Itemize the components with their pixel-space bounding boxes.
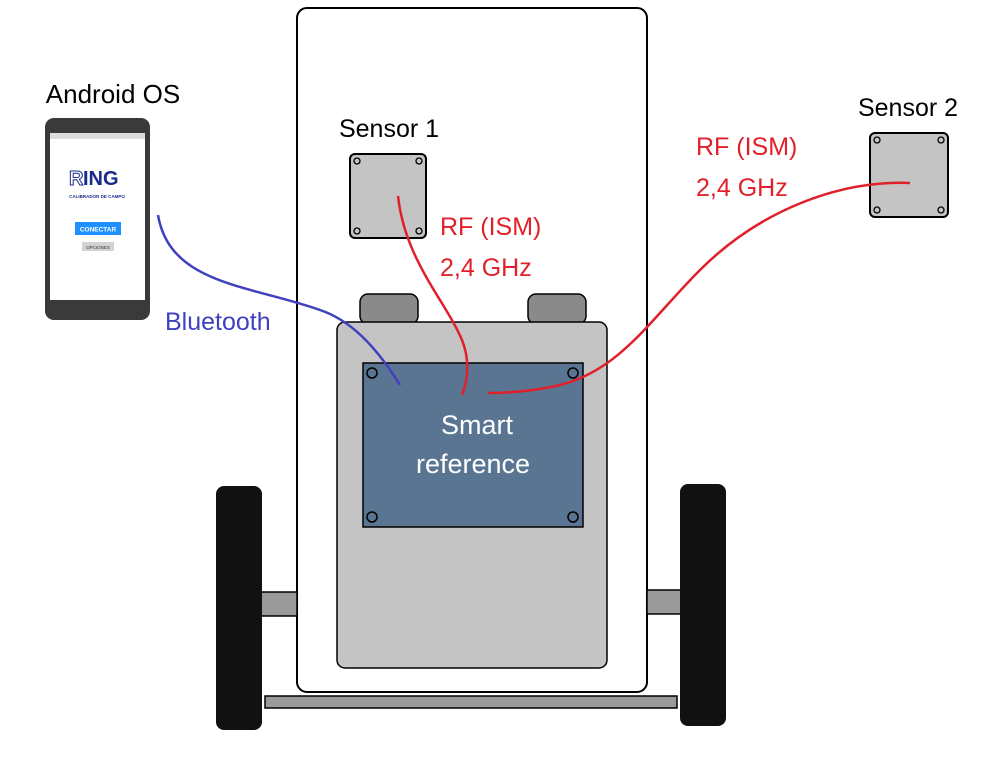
panel-screw: [567, 367, 579, 379]
rf-label-sensor2-line2: 2,4 GHz: [696, 174, 788, 202]
bluetooth-link: [156, 214, 402, 386]
phone-screen: [50, 133, 145, 300]
smart-reference-panel: [362, 362, 584, 528]
rf-link-sensor2: [487, 181, 911, 395]
panel-screw: [366, 511, 378, 523]
phone-options-button-label: OPCIONES: [86, 245, 110, 250]
phone-connect-button-label: CONECTAR: [80, 227, 117, 234]
left-connector: [359, 293, 419, 325]
sensor2-screw: [937, 206, 945, 214]
left-wheel: [216, 486, 262, 730]
panel-screw: [567, 511, 579, 523]
sensor1-screw: [353, 227, 361, 235]
phone-logo-r: R: [69, 168, 84, 190]
phone-options-button[interactable]: [82, 242, 114, 251]
right-connector: [527, 293, 587, 325]
right-wheel: [680, 484, 726, 726]
phone-connect-button[interactable]: [75, 222, 121, 235]
sensor2-screw: [873, 136, 881, 144]
sensor2-screw: [937, 136, 945, 144]
panel-screw: [366, 367, 378, 379]
android-os-label: Android OS: [46, 79, 180, 109]
sensor2-screw: [873, 206, 881, 214]
sensor1-box: [349, 153, 427, 239]
phone-status-bar: [50, 133, 145, 139]
sensor1-label: Sensor 1: [339, 115, 439, 143]
sensor1-screw: [353, 157, 361, 165]
right-axle: [646, 589, 683, 615]
rf-label-sensor1-line2: 2,4 GHz: [440, 254, 532, 282]
phone-logo-ing: ING: [83, 168, 119, 190]
sensor2-label: Sensor 2: [858, 94, 958, 122]
bottom-bar: [264, 695, 678, 709]
left-axle: [259, 591, 298, 617]
sensor2-box: [869, 132, 949, 218]
sensor1-screw: [415, 157, 423, 165]
bluetooth-label: Bluetooth: [165, 308, 271, 336]
rf-label-sensor2-line1: RF (ISM): [696, 133, 797, 161]
smart-reference-label-line1: Smart: [441, 410, 514, 440]
rf-link-sensor1: [396, 195, 469, 396]
smart-reference-label-line2: reference: [416, 449, 530, 479]
phone-subtitle: CALIBRADOR DE CAMPO: [69, 194, 125, 199]
sensor1-screw: [415, 227, 423, 235]
rf-label-sensor1-line1: RF (ISM): [440, 213, 541, 241]
